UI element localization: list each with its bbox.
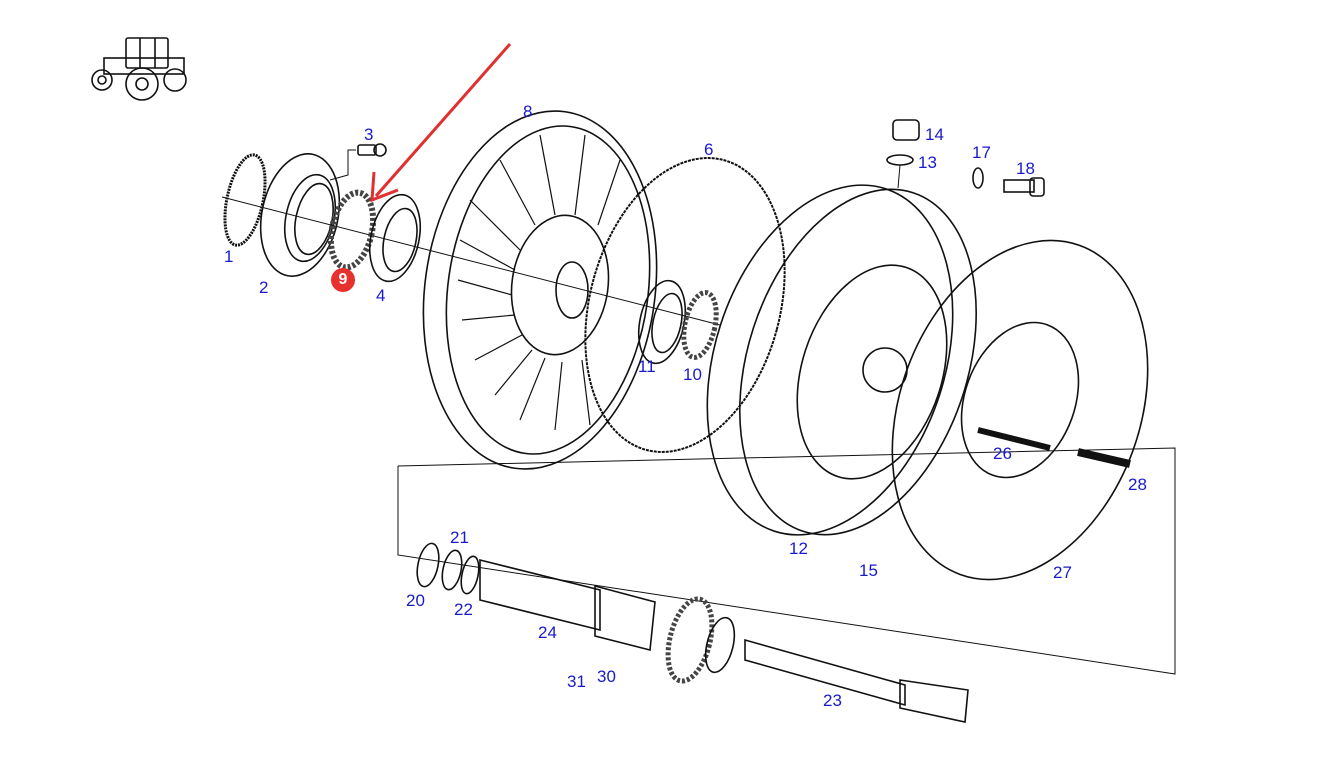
- part-18-bolt: [1003, 177, 1045, 197]
- label-part-30: 30: [597, 667, 616, 686]
- axis-line: [221, 196, 721, 326]
- part-3-bolt: [329, 143, 387, 181]
- label-part-15: 15: [859, 561, 878, 580]
- label-part-6: 6: [704, 140, 714, 159]
- label-part-1: 1: [224, 247, 234, 266]
- label-part-27: 27: [1053, 563, 1072, 582]
- highlight-arrow: [370, 43, 512, 203]
- label-part-14: 14: [925, 125, 944, 144]
- part-27-disc: [891, 239, 1149, 581]
- label-part-28: 28: [1128, 475, 1147, 494]
- label-part-8: 8: [523, 102, 533, 121]
- label-part-11: 11: [638, 357, 656, 376]
- label-part-4: 4: [376, 286, 386, 305]
- label-part-31: 31: [567, 672, 586, 691]
- label-part-12: 12: [789, 539, 808, 558]
- label-part-13: 13: [918, 153, 937, 172]
- part-4-bearing: [369, 193, 421, 283]
- part-1-gasket: [223, 153, 267, 247]
- label-part-2: 2: [259, 278, 269, 297]
- label-part-23: 23: [823, 691, 842, 710]
- part-15-housing: [706, 184, 977, 536]
- part-26-bolt: [977, 427, 1051, 451]
- part-23-shaft: [744, 638, 969, 723]
- label-part-20: 20: [406, 591, 425, 610]
- tractor-icon: [91, 37, 187, 101]
- label-part-10: 10: [683, 365, 702, 384]
- part-13-washer: [886, 154, 914, 166]
- label-part-24: 24: [538, 623, 557, 642]
- part-14-plug: [892, 119, 920, 141]
- part-31-seal: [665, 596, 715, 684]
- part-28-pin: [1077, 448, 1131, 468]
- label-part-18: 18: [1016, 159, 1035, 178]
- part-20-circlip: [416, 542, 440, 588]
- part-30-bearing: [704, 616, 736, 674]
- label-part-17: 17: [972, 143, 991, 162]
- part-17-washer: [972, 167, 984, 189]
- part-24-shaft: [479, 558, 656, 652]
- label-part-3: 3: [364, 125, 374, 144]
- label-part-21: 21: [450, 528, 469, 547]
- part-6-oring: [584, 157, 786, 453]
- part-8-turbine: [422, 110, 658, 470]
- label-part-26: 26: [993, 444, 1012, 463]
- part-22-ring: [460, 555, 480, 595]
- label-part-22: 22: [454, 600, 473, 619]
- label-part-9-highlighted: 9: [331, 268, 355, 292]
- part-10-seal: [681, 290, 719, 360]
- part-21-ring: [441, 549, 463, 591]
- group-outline: [397, 447, 1176, 675]
